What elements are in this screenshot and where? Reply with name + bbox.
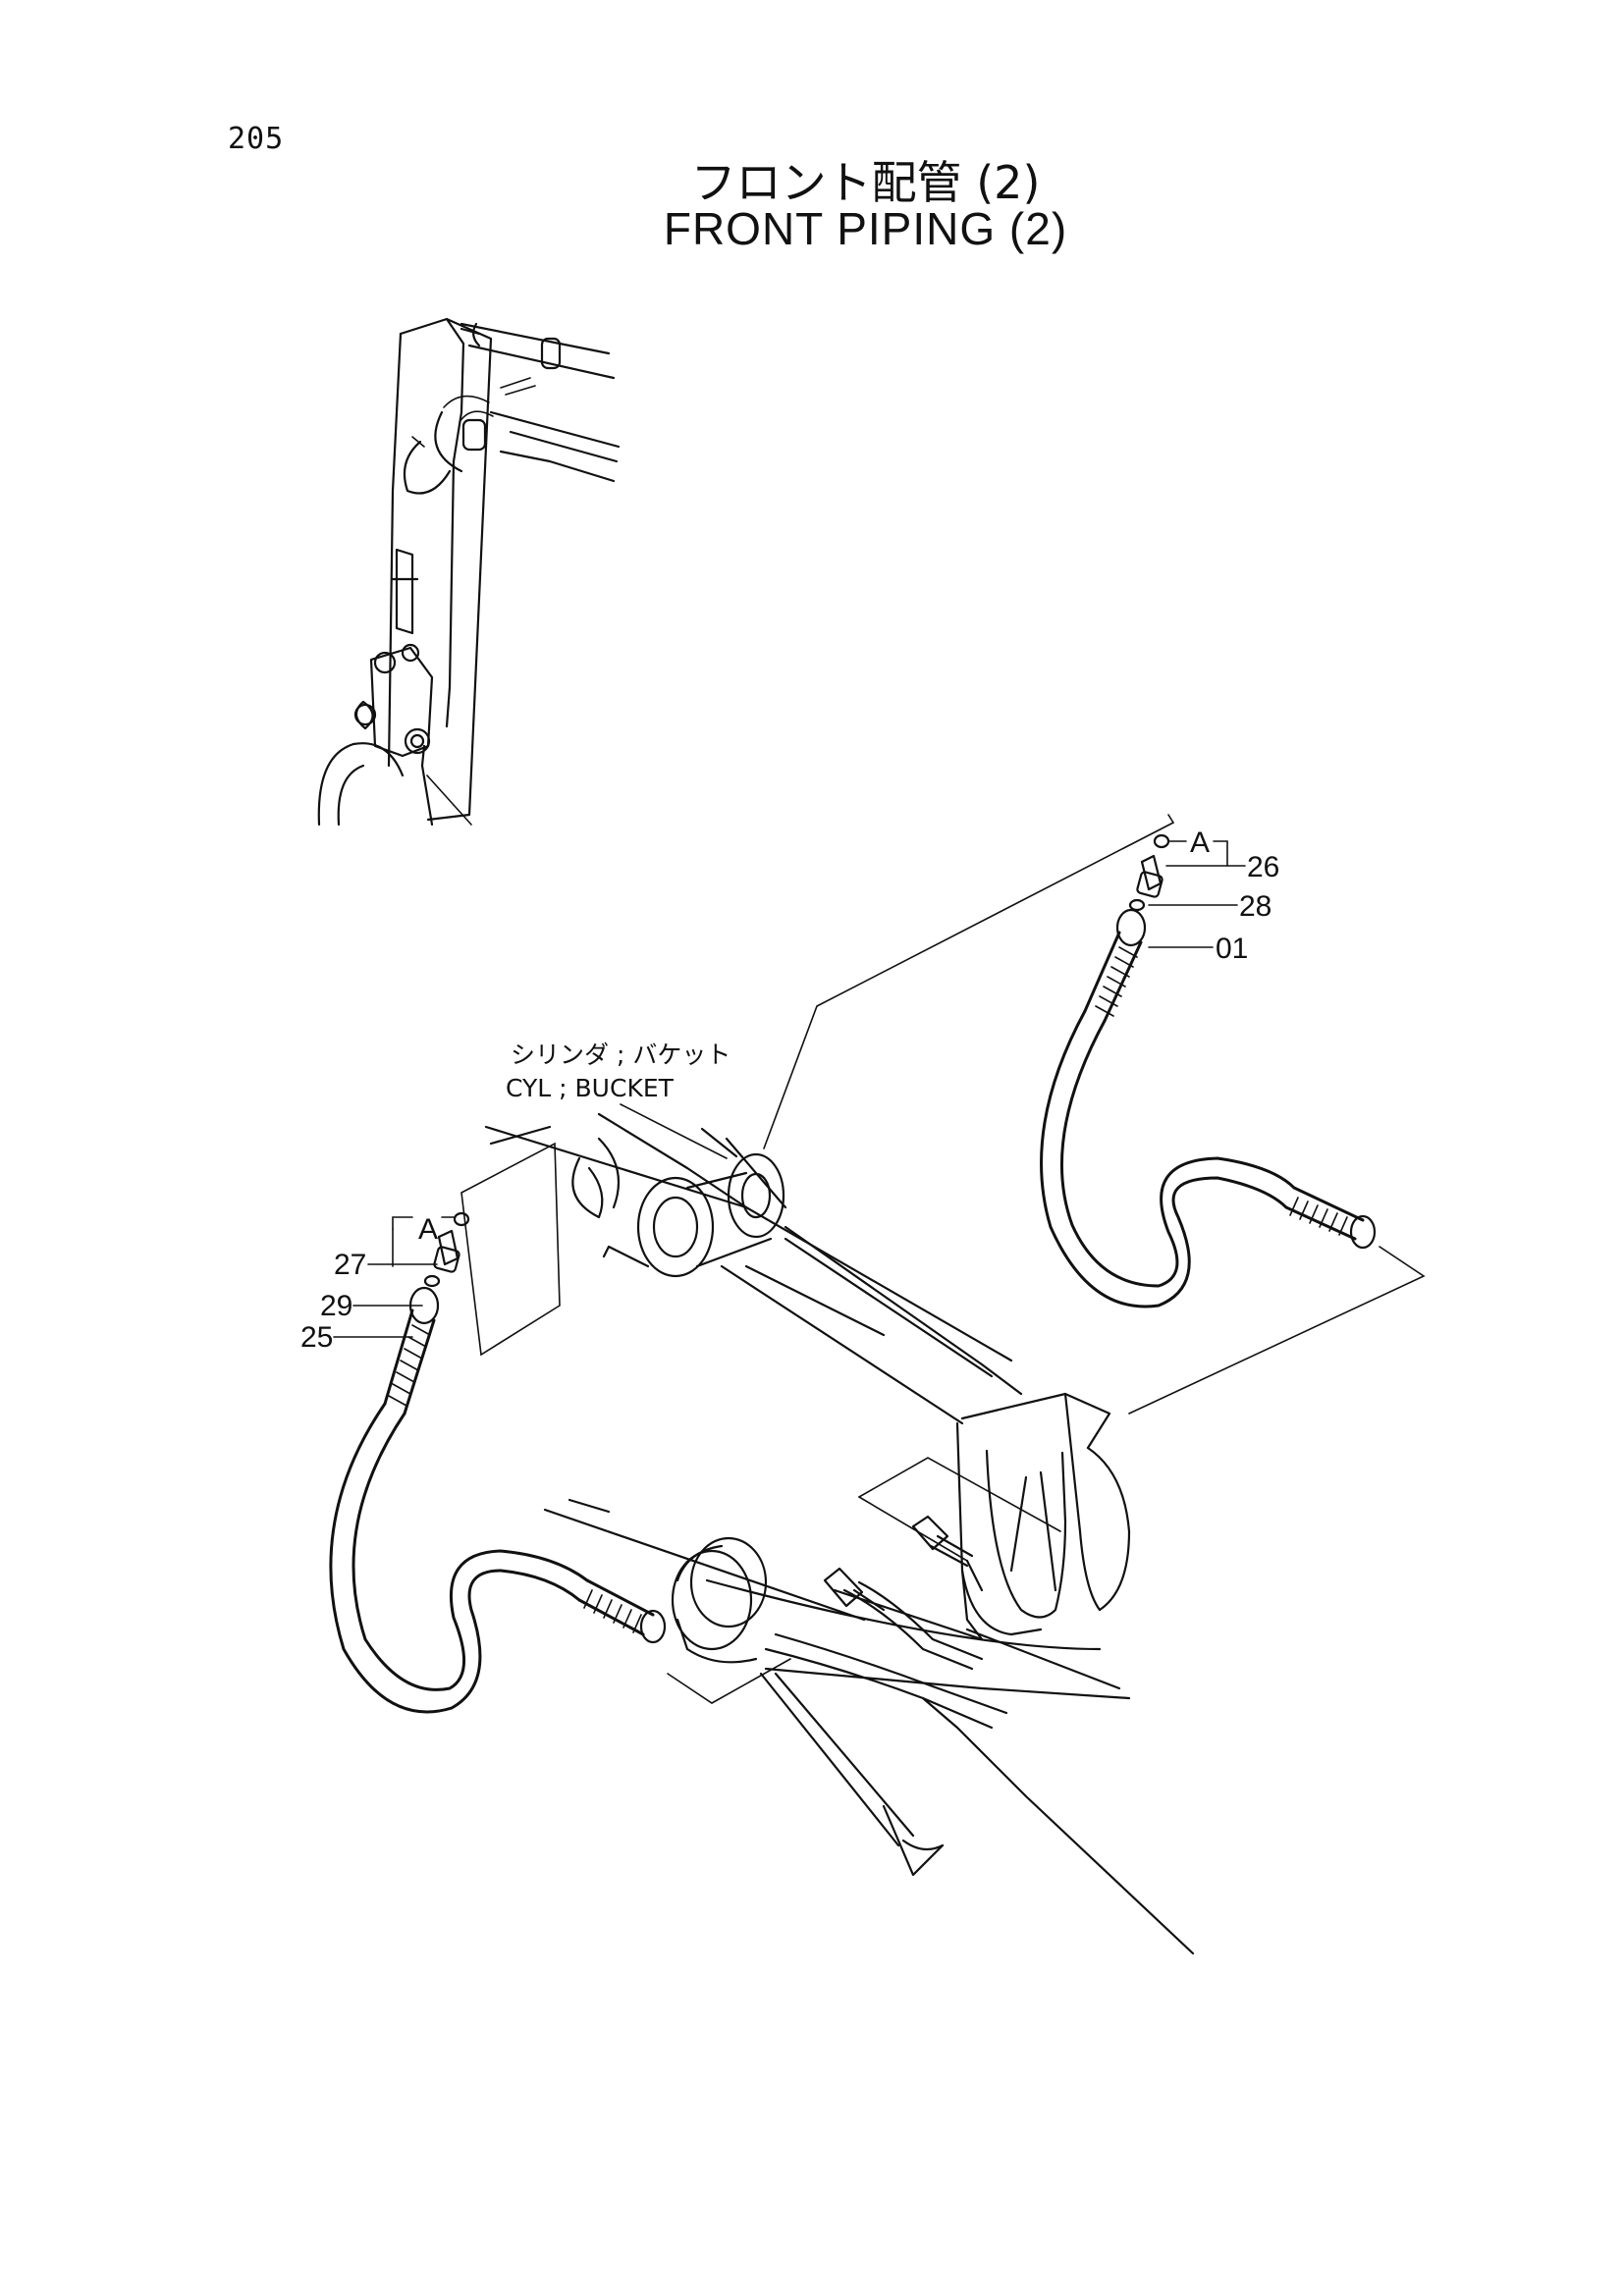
callouts-right: A 26 28 01 xyxy=(1148,827,1279,965)
tube-fitting-lower xyxy=(823,1567,886,1612)
title-japanese: フロント配管 (2) xyxy=(690,156,1041,209)
callout-26: 26 xyxy=(1247,851,1279,883)
callouts-left: A 27 29 25 xyxy=(300,1211,470,1354)
callout-28: 28 xyxy=(1239,890,1271,923)
callout-29: 29 xyxy=(320,1290,352,1322)
cylinder-label-jp: シリンダ ; バケット xyxy=(511,1041,730,1069)
callout-01: 01 xyxy=(1216,933,1248,965)
leader-lines xyxy=(763,814,1175,1149)
arm-bucket-end xyxy=(484,1112,1195,1955)
hose-assembly-left xyxy=(329,1142,791,1714)
inset-arm-view xyxy=(317,317,621,827)
o-ring-a-icon-left xyxy=(453,1211,470,1227)
callout-27: 27 xyxy=(334,1249,366,1281)
hose-assembly-right xyxy=(1040,854,1426,1415)
o-ring-a-icon xyxy=(1153,833,1170,849)
title-english: FRONT PIPING (2) xyxy=(663,203,1068,254)
group-label-left: A xyxy=(418,1213,438,1246)
callout-25: 25 xyxy=(300,1321,333,1354)
cylinder-bucket-label: シリンダ ; バケット CYL ; BUCKET xyxy=(506,1041,730,1159)
group-label-right: A xyxy=(1190,827,1210,859)
cylinder-label-en: CYL ; BUCKET xyxy=(506,1074,675,1102)
tube-fitting-upper xyxy=(911,1515,974,1568)
page-number: 205 xyxy=(228,122,285,156)
